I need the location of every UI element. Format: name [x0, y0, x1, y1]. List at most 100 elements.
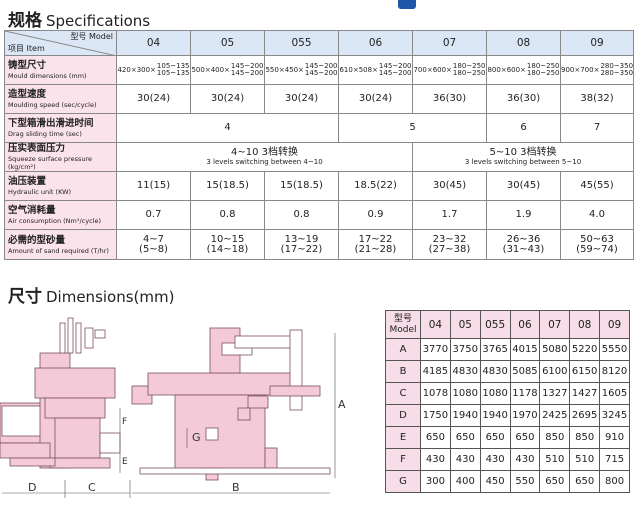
table-cell: 6150 — [569, 360, 601, 383]
table-cell: 5220 — [569, 338, 601, 361]
table-cell: 1.9 — [486, 200, 561, 230]
table-cell: 23~32(27~38) — [412, 229, 487, 260]
table-cell: 650 — [479, 426, 511, 449]
table-cell: 15(18.5) — [264, 171, 339, 201]
table-cell: 30(45) — [486, 171, 561, 201]
table-cell: 1605 — [599, 382, 630, 405]
table-cell: 2695 — [569, 404, 601, 427]
table-cell: 1750 — [420, 404, 451, 427]
table-cell: 36(30) — [486, 84, 561, 114]
table-cell: 1078 — [420, 382, 451, 405]
table-cell: 5085 — [509, 360, 541, 383]
dim-row-label: E — [385, 426, 421, 449]
table-cell: 0.9 — [338, 200, 413, 230]
table-cell: 4185 — [420, 360, 451, 383]
table-cell: 30(45) — [412, 171, 487, 201]
table-cell: 0.7 — [116, 200, 191, 230]
table-cell: 650 — [420, 426, 451, 449]
table-cell: 430 — [449, 448, 481, 471]
table-cell: 510 — [569, 448, 601, 471]
table-cell: 4~7(5~8) — [116, 229, 191, 260]
table-cell: 5080 — [539, 338, 571, 361]
dim-label-b: B — [232, 481, 240, 494]
table-cell: 800 — [599, 470, 630, 493]
table-cell: 4830 — [479, 360, 511, 383]
table-cell: 15(18.5) — [190, 171, 265, 201]
table-cell: 430 — [509, 448, 541, 471]
dim-label-g: G — [192, 431, 201, 444]
table-cell: 850 — [539, 426, 571, 449]
table-cell: 1178 — [509, 382, 541, 405]
table-cell: 6 — [486, 113, 561, 143]
table-cell: 38(32) — [560, 84, 634, 114]
table-cell: 5550 — [599, 338, 630, 361]
table-cell: 430 — [420, 448, 451, 471]
table-cell: 3750 — [449, 338, 481, 361]
dim-row-label: C — [385, 382, 421, 405]
table-cell: 26~36(31~43) — [486, 229, 561, 260]
dim-row-label: F — [385, 448, 421, 471]
table-cell: 1080 — [449, 382, 481, 405]
table-cell: 3245 — [599, 404, 630, 427]
table-cell: 715 — [599, 448, 630, 471]
dim-label-e: E — [122, 457, 128, 467]
specifications-table: 型号 Model 项目 Item 04 05 055 06 07 08 09 铸… — [4, 30, 634, 260]
table-cell: 650 — [509, 426, 541, 449]
table-cell: 510 — [539, 448, 571, 471]
table-cell: 18.5(22) — [338, 171, 413, 201]
table-cell: 400 — [449, 470, 481, 493]
dim-model-055: 055 — [479, 310, 511, 339]
model-05: 05 — [190, 30, 265, 56]
table-cell: 7 — [560, 113, 634, 143]
dim-label-f: F — [122, 417, 127, 427]
table-cell: 45(55) — [560, 171, 634, 201]
table-cell: 2425 — [539, 404, 571, 427]
model-055: 055 — [264, 30, 339, 56]
spec-header-row: 型号 Model 项目 Item 04 05 055 06 07 08 09 — [4, 30, 634, 56]
table-cell: 50~63(59~74) — [560, 229, 634, 260]
table-cell: 30(24) — [338, 84, 413, 114]
model-06: 06 — [338, 30, 413, 56]
table-cell: 30(24) — [190, 84, 265, 114]
table-cell: 4.0 — [560, 200, 634, 230]
dim-model-04: 04 — [420, 310, 451, 339]
table-cell: 1940 — [449, 404, 481, 427]
table-cell: 550 — [509, 470, 541, 493]
dim-label-d: D — [28, 481, 36, 494]
table-cell: 8120 — [599, 360, 630, 383]
corner-tab — [398, 0, 416, 9]
dim-model-08: 08 — [569, 310, 601, 339]
table-cell: 4830 — [449, 360, 481, 383]
table-cell: 0.8 — [264, 200, 339, 230]
table-cell: 4 — [116, 113, 339, 143]
table-cell: 10~15(14~18) — [190, 229, 265, 260]
dim-row-label: A — [385, 338, 421, 361]
table-cell: 3765 — [479, 338, 511, 361]
